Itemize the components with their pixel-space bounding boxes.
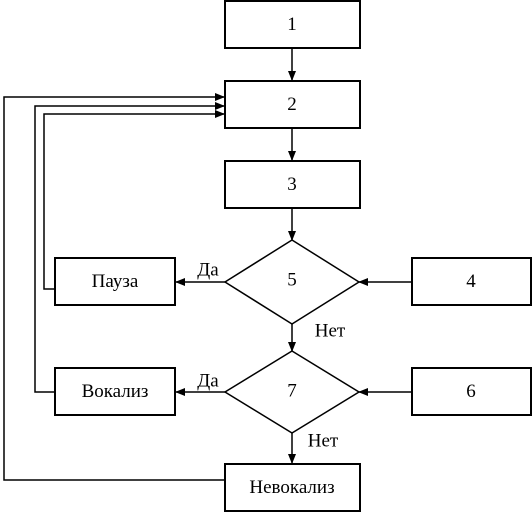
box-2: 2 (224, 80, 361, 129)
edge-nonvocalized-to-2 (3, 93, 225, 481)
non-vocalized-box: Невокализ (224, 463, 361, 512)
edge-label-7-yes: Да (197, 371, 219, 392)
edge-vocalized-to-2 (34, 102, 225, 393)
box-3-label: 3 (287, 174, 297, 195)
connectors (3, 48, 411, 481)
box-4: 4 (411, 257, 532, 306)
edge-pause-to-2 (43, 110, 225, 290)
vocalized-label: Вокализ (82, 381, 149, 402)
decision-7-label: 7 (287, 381, 297, 402)
vocalized-box: Вокализ (54, 367, 176, 416)
decision-7: 7 (223, 350, 361, 434)
box-2-label: 2 (287, 94, 297, 115)
edge-label-5-no: Нет (315, 321, 346, 342)
box-1-label: 1 (287, 14, 297, 35)
box-4-label: 4 (466, 271, 476, 292)
pause-label: Пауза (92, 271, 139, 292)
box-6: 6 (411, 367, 532, 416)
edge-label-5-yes: Да (197, 260, 219, 281)
box-3: 3 (224, 160, 361, 209)
box-1: 1 (224, 0, 361, 49)
non-vocalized-label: Невокализ (249, 477, 334, 498)
edge-label-7-no: Нет (308, 431, 339, 452)
box-6-label: 6 (466, 381, 476, 402)
pause-box: Пауза (54, 257, 176, 306)
decision-5-label: 5 (287, 270, 297, 291)
decision-5: 5 (223, 239, 361, 325)
